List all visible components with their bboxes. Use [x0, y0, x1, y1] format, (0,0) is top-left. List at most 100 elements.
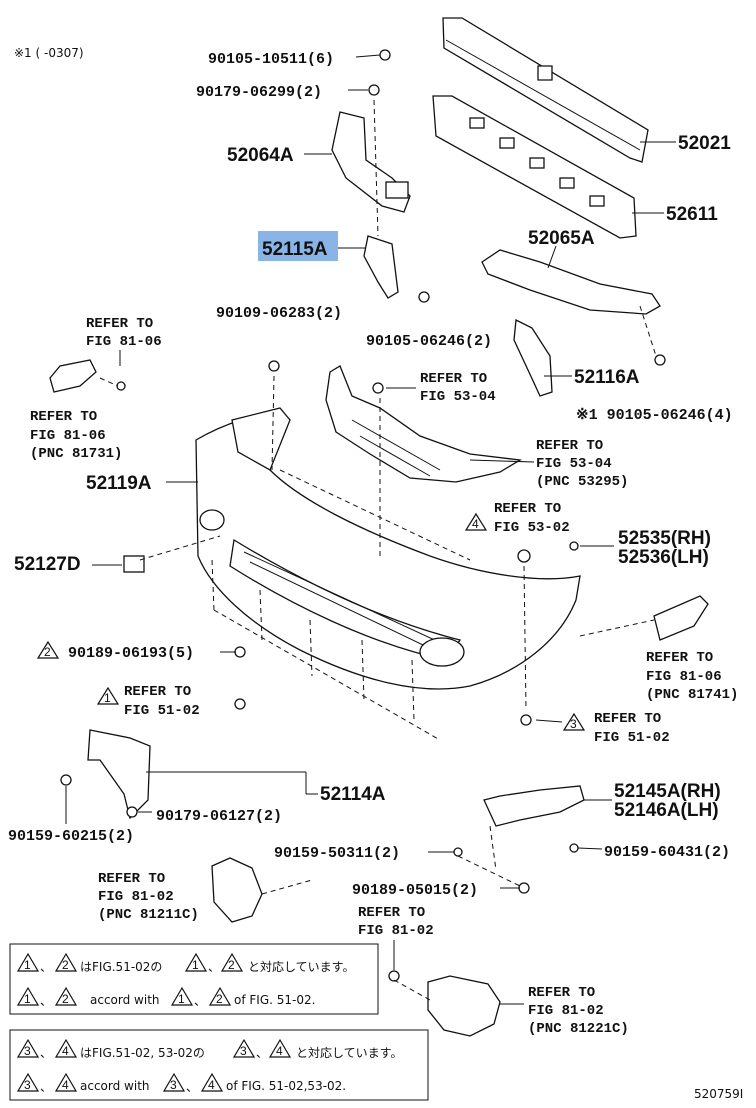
note2-tri-1b-number: 1: [178, 992, 185, 1006]
fastener-label-3: 90109-06283(2): [216, 305, 342, 322]
part-label-52116a: 52116A: [574, 367, 640, 388]
ref-4-line1: REFER TO: [536, 438, 603, 454]
ref-2-line3: (PNC 81731): [30, 446, 122, 462]
note-box-1: 1 、 2 はFIG.51-02の 1 、 2 と対応しています。 1 、 2 …: [9, 943, 379, 1015]
fastener-label-9: 90159-50311(2): [274, 845, 400, 862]
ref-1-line1: REFER TO: [86, 316, 153, 332]
ref-4-line3: (PNC 53295): [536, 474, 628, 490]
fastener-label-2: 90179-06299(2): [196, 84, 322, 101]
part-label-52127d: 52127D: [14, 554, 81, 575]
part-label-52611: 52611: [666, 204, 718, 225]
note2-tri-2b: [208, 986, 232, 1006]
ref-1-line2: FIG 81-06: [86, 334, 162, 350]
note3-text-1: はFIG.51-02, 53-02の: [80, 1046, 205, 1060]
note3-sep-b: 、: [256, 1046, 268, 1060]
note1-sep-b: 、: [208, 960, 220, 974]
part-label-52145a: 52145A(RH): [614, 781, 721, 802]
note3-tri-4a-number: 4: [62, 1044, 69, 1058]
part-label-52119a: 52119A: [86, 473, 152, 494]
leader-lines: [65, 54, 676, 1005]
note1-sep-a: 、: [40, 960, 52, 974]
part-label-52065a: 52065A: [528, 228, 595, 249]
fastener-label-7: 90179-06127(2): [156, 808, 282, 825]
ref-3-line2: FIG 53-04: [420, 389, 496, 405]
note1-tri-1a: [16, 952, 40, 972]
ref-3-line1: REFER TO: [420, 371, 487, 387]
note2-tri-2b-number: 2: [216, 992, 223, 1006]
bracket-52115a-drawing: [363, 235, 399, 299]
fastener-label-1: 90105-10511(6): [208, 51, 334, 68]
note1-tri-2a: [54, 952, 78, 972]
fog-lamp-left-drawing: [211, 857, 263, 923]
side-clip-left-drawing: [49, 359, 97, 393]
cap-drawing: [123, 555, 145, 573]
note4-tri-3b: [162, 1072, 186, 1092]
note3-tri-4b-number: 4: [276, 1044, 283, 1058]
note-box-2: 3 、 4 はFIG.51-02, 53-02の 3 、 4 と対応しています。…: [9, 1029, 429, 1101]
note2-tri-1a-number: 1: [24, 992, 31, 1006]
note2-sep-a: 、: [40, 994, 52, 1008]
part-label-52115a: 52115A: [262, 239, 328, 260]
ref-8-line1: REFER TO: [646, 650, 713, 666]
bracket-52064a-drawing: [331, 111, 411, 213]
note1-tri-1b-number: 1: [192, 958, 199, 972]
license-bracket-drawing: [87, 729, 151, 820]
ref-2-line1: REFER TO: [30, 409, 97, 425]
note4-tri-4a: [54, 1072, 78, 1092]
note4-sep-a: 、: [40, 1080, 52, 1094]
note4-tri-4b: [200, 1072, 224, 1092]
note2-text-2: of FIG. 51-02.: [234, 993, 315, 1007]
note1-text-1: はFIG.51-02の: [80, 960, 162, 974]
part-label-52064a: 52064A: [227, 145, 294, 166]
fastener-label-6: 90189-06193(5): [68, 645, 194, 662]
ref-11-line3: (PNC 81221C): [528, 1021, 629, 1037]
footer-code: 520759I: [694, 1087, 743, 1101]
ref-4-line2: FIG 53-04: [536, 456, 612, 472]
note3-tri-3a-number: 3: [24, 1044, 31, 1058]
ref-7-line2: FIG 51-02: [594, 730, 670, 746]
ref-7-line1: REFER TO: [594, 711, 661, 727]
fastener-label-4: 90105-06246(2): [366, 333, 492, 350]
ref-10-line1: REFER TO: [358, 905, 425, 921]
note4-sep-b: 、: [186, 1080, 198, 1094]
note3-sep-a: 、: [40, 1046, 52, 1060]
fastener-label-10: 90159-60431(2): [604, 844, 730, 861]
note2-tri-1b: [170, 986, 194, 1006]
note2-tri-1a: [16, 986, 40, 1006]
ref-9-line1: REFER TO: [98, 871, 165, 887]
triangle-3-ref: [562, 712, 586, 731]
ref-11-line1: REFER TO: [528, 985, 595, 1001]
fog-lamp-right-drawing: [427, 975, 501, 1037]
absorber-drawing: [432, 95, 637, 239]
fastener-label-11: 90189-05015(2): [352, 882, 478, 899]
ref-5-line1: REFER TO: [494, 501, 561, 517]
note3-tri-4a: [54, 1038, 78, 1058]
note1-tri-1b: [184, 952, 208, 972]
triangle-4-ref-number: 4: [472, 517, 479, 531]
note1-tri-2b-number: 2: [228, 958, 235, 972]
note3-tri-3b: [232, 1038, 256, 1058]
ref-2-line2: FIG 81-06: [30, 428, 106, 444]
triangle-1-ref: [96, 686, 120, 705]
bracket-52065a-drawing: [481, 249, 661, 315]
note1-tri-1a-number: 1: [24, 958, 31, 972]
note4-tri-3b-number: 3: [170, 1078, 177, 1092]
note4-tri-4a-number: 4: [62, 1078, 69, 1092]
note3-tri-4b: [268, 1038, 292, 1058]
note2-sep-b: 、: [194, 994, 206, 1008]
note1-text-2: と対応しています。: [248, 960, 354, 974]
ref-11-line2: FIG 81-02: [528, 1003, 604, 1019]
assembly-lines: [99, 99, 657, 1001]
note2-tri-2a: [54, 986, 78, 1006]
ref-8-line2: FIG 81-06: [646, 669, 722, 685]
triangle-2-fastener: [36, 640, 60, 659]
note1-tri-2a-number: 2: [62, 958, 69, 972]
note4-text-2: of FIG. 51-02,53-02.: [226, 1079, 346, 1093]
triangle-2-fastener-number: 2: [44, 645, 51, 659]
bumper-cover-drawing: [195, 407, 581, 690]
fastener-symbols: [60, 49, 666, 982]
note1-tri-2b: [220, 952, 244, 972]
part-label-52536: 52536(LH): [618, 547, 709, 568]
ref-5-line2: FIG 53-02: [494, 520, 570, 536]
